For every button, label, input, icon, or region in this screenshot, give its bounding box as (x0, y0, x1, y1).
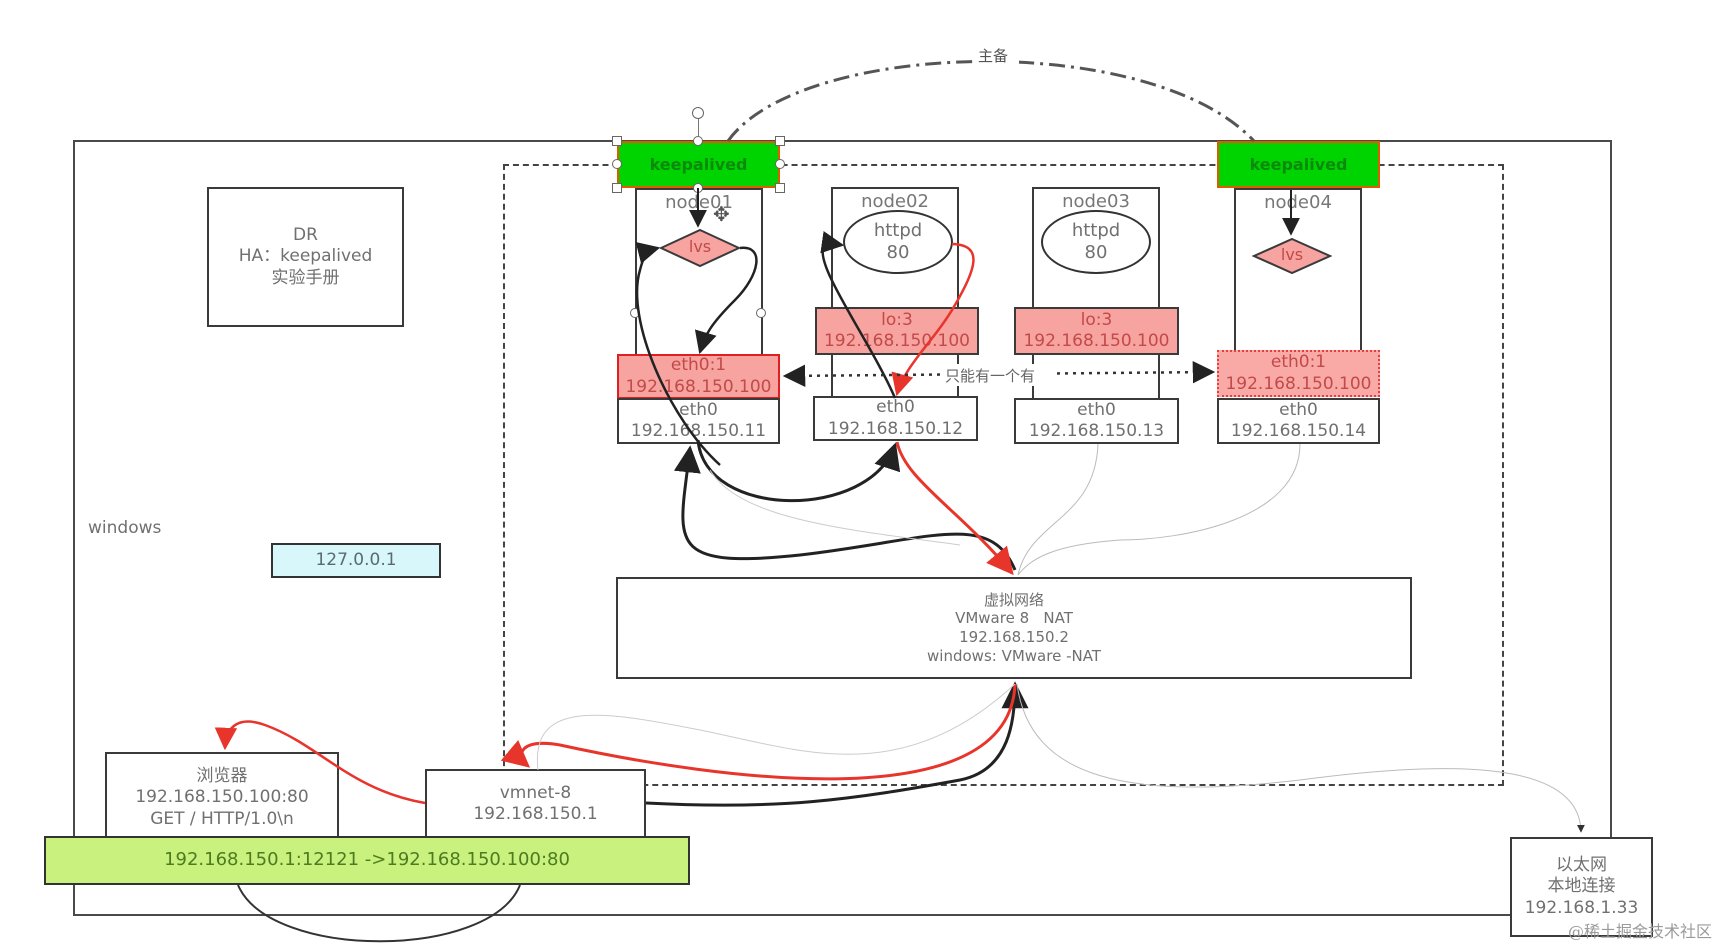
ethernet-line-1: 以太网 (1556, 855, 1607, 876)
resize-handle[interactable] (775, 136, 785, 146)
browser-line-3: GET / HTTP/1.0\n (150, 808, 294, 829)
vmware-nat-box[interactable]: 虚拟网络 VMware 8 NAT 192.168.150.2 windows:… (616, 577, 1412, 679)
node01-iface-label: eth0:1 (670, 355, 727, 376)
keepalived-master-label: keepalived (649, 154, 748, 174)
resize-handle[interactable] (693, 183, 703, 193)
resize-handle[interactable] (693, 136, 703, 146)
master-backup-label: 主备 (978, 47, 1009, 65)
master-backup-arc (726, 60, 1256, 143)
connection-point[interactable] (756, 308, 766, 318)
keepalived-master[interactable]: keepalived (617, 141, 780, 188)
vmware-line-1: 虚拟网络 (983, 590, 1044, 609)
node01-eth0[interactable]: eth0 192.168.150.11 (617, 398, 780, 444)
node02-httpd-service[interactable]: httpd 80 (843, 210, 953, 274)
connection-point[interactable] (630, 308, 640, 318)
node04-lvs-label: lvs (1280, 245, 1304, 264)
windows-label: windows (88, 518, 162, 538)
node02-eth0-label: eth0 (876, 397, 915, 418)
keepalived-backup[interactable]: keepalived (1217, 141, 1380, 188)
loopback-label: 127.0.0.1 (315, 549, 397, 570)
node04-name: node04 (1264, 192, 1332, 213)
vmnet8-line-1: vmnet-8 (499, 783, 572, 803)
node03-eth0-label: eth0 (1077, 399, 1116, 420)
vmware-line-4: windows: VMware -NAT (927, 646, 1101, 665)
node03-eth0[interactable]: eth0 192.168.150.13 (1014, 398, 1179, 444)
node01-vip-interface[interactable]: eth0:1 192.168.150.100 (617, 354, 780, 399)
watermark: @稀土掘金技术社区 (1568, 922, 1713, 941)
browser-line-1: 浏览器 (196, 766, 248, 786)
connection-tuple-bar[interactable]: 192.168.150.1:12121 ->192.168.150.100:80 (44, 836, 690, 885)
connection-tuple-label: 192.168.150.1:12121 ->192.168.150.100:80 (164, 849, 570, 871)
resize-handle[interactable] (612, 159, 622, 169)
resize-handle[interactable] (612, 183, 622, 193)
loopback-box[interactable]: 127.0.0.1 (271, 543, 441, 578)
resize-handle[interactable] (775, 183, 785, 193)
vmware-line-2: VMware 8 NAT (955, 609, 1073, 628)
node02-eth0[interactable]: eth0 192.168.150.12 (813, 396, 978, 441)
node01-container[interactable]: node01 (635, 188, 763, 356)
node03-lo-interface[interactable]: lo:3 192.168.150.100 (1014, 307, 1179, 355)
node02-port-label: 80 (886, 242, 910, 263)
node02-name: node02 (861, 191, 929, 212)
keepalived-backup-label: keepalived (1249, 154, 1348, 174)
ethernet-line-3: 192.168.1.33 (1524, 897, 1639, 918)
node03-vip-label: 192.168.150.100 (1023, 331, 1170, 351)
node04-eth0-label: eth0 (1279, 399, 1318, 420)
node02-httpd-label: httpd (873, 220, 923, 242)
dr-line-3: 实验手册 (271, 267, 340, 288)
node02-iface-label: lo:3 (881, 309, 913, 330)
node04-lvs-diamond[interactable] (1252, 237, 1332, 275)
node04-iface-label: eth0:1 (1270, 352, 1327, 373)
vmware-line-3: 192.168.150.2 (959, 628, 1069, 646)
node02-vip-label: 192.168.150.100 (823, 331, 970, 351)
vmnet8-box[interactable]: vmnet-8 192.168.150.1 (425, 769, 646, 841)
node03-iface-label: lo:3 (1080, 309, 1113, 330)
node04-eth0[interactable]: eth0 192.168.150.14 (1217, 398, 1380, 444)
resize-handle[interactable] (775, 159, 785, 169)
dr-line-1: DR (293, 225, 318, 246)
browser-box[interactable]: 浏览器 192.168.150.100:80 GET / HTTP/1.0\n (105, 752, 339, 842)
node02-eth0-ip: 192.168.150.12 (827, 418, 964, 439)
move-cursor-icon: ✥ (713, 202, 730, 226)
resize-handle[interactable] (612, 136, 622, 146)
exclusive-vip-label: 只能有一个有 (945, 367, 1036, 385)
node03-httpd-label: httpd (1071, 220, 1121, 242)
node04-vip-label: 192.168.150.100 (1225, 373, 1372, 394)
node03-name: node03 (1062, 191, 1130, 212)
dr-line-2: HA：keepalived (238, 246, 373, 267)
node03-httpd-service[interactable]: httpd 80 (1041, 210, 1151, 274)
dr-title-box[interactable]: DR HA：keepalived 实验手册 (207, 187, 404, 327)
rotate-handle-stem (698, 119, 699, 137)
ethernet-line-2: 本地连接 (1547, 876, 1616, 897)
node01-eth0-label: eth0 (679, 399, 718, 420)
node01-lvs-label: lvs (688, 237, 712, 256)
node03-eth0-ip: 192.168.150.13 (1028, 421, 1165, 441)
node04-vip-interface[interactable]: eth0:1 192.168.150.100 (1217, 350, 1380, 397)
node01-eth0-ip: 192.168.150.11 (630, 421, 767, 441)
vmnet8-line-2: 192.168.150.1 (473, 804, 598, 825)
ethernet-adapter-box[interactable]: 以太网 本地连接 192.168.1.33 (1510, 837, 1653, 937)
browser-line-2: 192.168.150.100:80 (135, 787, 309, 808)
node02-lo-interface[interactable]: lo:3 192.168.150.100 (815, 307, 979, 355)
node01-vip-label: 192.168.150.100 (625, 376, 772, 397)
node03-port-label: 80 (1084, 242, 1108, 263)
rotate-handle[interactable] (692, 107, 704, 119)
node01-name: node01 (665, 192, 733, 213)
node04-eth0-ip: 192.168.150.14 (1230, 421, 1367, 441)
